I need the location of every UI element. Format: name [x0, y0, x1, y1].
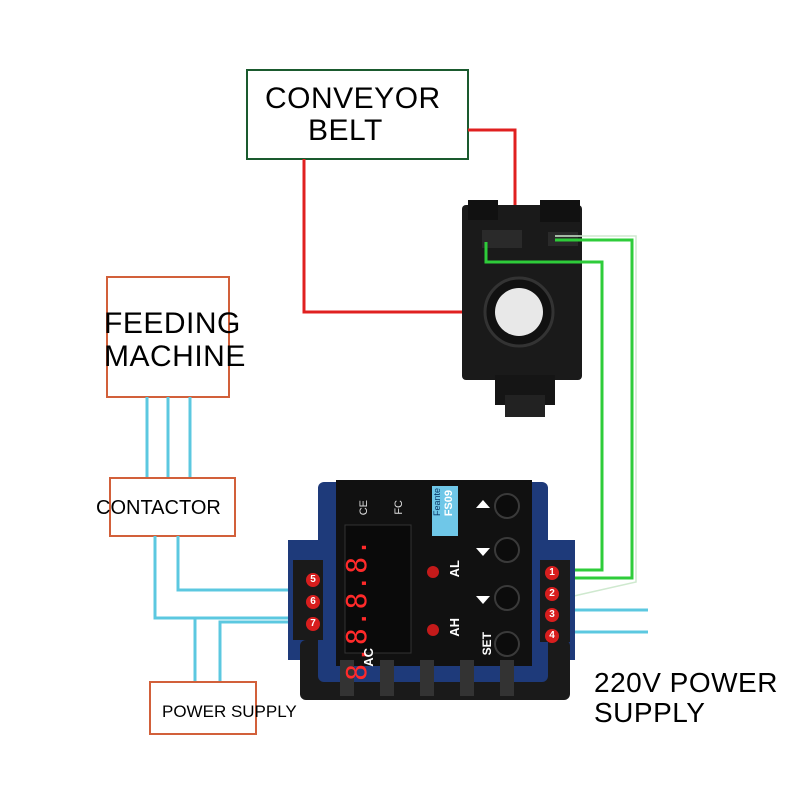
contactor-label: CONTACTOR [96, 497, 221, 519]
conveyor-belt-box [246, 69, 469, 160]
feeding-label-line2: MACHINE [104, 340, 246, 373]
left-terminal-5: 5 [306, 573, 320, 587]
enter-button [494, 537, 520, 563]
display-window [344, 524, 412, 654]
al-led [427, 566, 439, 578]
set-button [494, 631, 520, 657]
cyan-wire-c4 [218, 620, 300, 682]
al-label: AL [447, 560, 462, 578]
right-terminal-4: 4 [545, 629, 559, 643]
set-label: SET [480, 632, 494, 656]
ac-label: AC [361, 648, 376, 667]
model-name: FS09 [443, 490, 455, 517]
up-arrow-icon [476, 500, 490, 508]
current-transformer-sensor [462, 200, 582, 417]
white-wire-outer [555, 235, 637, 599]
cyan-wire-c2 [153, 536, 300, 620]
feeding-label-line1: FEEDING [104, 307, 241, 340]
enter-arrow-icon [476, 548, 490, 556]
red-wire-right [468, 128, 517, 232]
brand-tag [432, 486, 458, 536]
green-wire-inner [484, 242, 604, 572]
down-button [494, 585, 520, 611]
fc-mark: FC [393, 500, 405, 515]
ce-mark: CE [358, 500, 370, 516]
down-arrow-icon [476, 596, 490, 604]
green-wire-outer [555, 238, 634, 580]
right-terminal-1: 1 [545, 566, 559, 580]
power-supply-label: POWER SUPPLY [162, 702, 297, 721]
ah-label: AH [447, 618, 462, 637]
power-supply-box [149, 681, 257, 735]
contactor-box [109, 477, 236, 537]
left-terminal-6: 6 [306, 595, 320, 609]
brand-name: Feante [432, 488, 442, 517]
right-terminal-2: 2 [545, 587, 559, 601]
mains-label-line2: SUPPLY [594, 697, 706, 728]
right-terminal-3: 3 [545, 608, 559, 622]
up-button [494, 493, 520, 519]
left-terminal-7: 7 [306, 617, 320, 631]
conveyor-label-line2: BELT [308, 114, 383, 147]
conveyor-label-line1: CONVEYOR [265, 82, 441, 115]
cyan-wire-c1 [176, 536, 300, 592]
ah-led [427, 624, 439, 636]
mains-label-line1: 220V POWER [594, 667, 778, 698]
feeding-machine-box [106, 276, 230, 398]
